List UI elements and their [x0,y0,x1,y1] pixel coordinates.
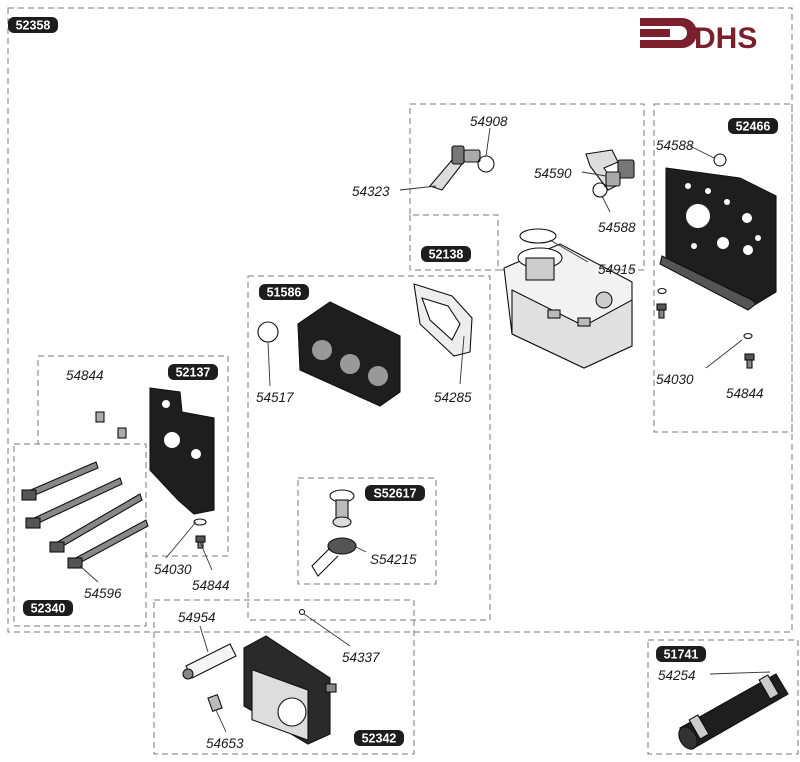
svg-text:52342: 52342 [362,732,397,746]
part-label: 54254 [658,668,696,683]
svg-text:52358: 52358 [16,19,51,33]
outline-52358 [7,7,793,633]
badge-52138: 52138 [421,246,471,262]
outline-51741 [647,639,799,755]
outline-52340 [13,443,147,627]
o-ring-icon [592,182,608,198]
fitting-icon [451,145,481,165]
grease-tube-54954 [182,643,237,680]
part-label: 54588 [656,138,694,153]
badge-52342: 52342 [354,730,404,746]
control-display-52342 [243,635,337,745]
o-ring-icon [519,228,557,244]
part-label: 54915 [598,262,636,277]
svg-text:51741: 51741 [664,648,699,662]
outline-52466 [653,103,793,433]
part-label: 54285 [434,390,472,405]
badge-51586: 51586 [259,284,309,300]
part-label: 54030 [656,372,694,387]
outline-51586 [247,275,491,621]
part-label: 54588 [598,220,636,235]
part-label: 54908 [470,114,508,129]
o-ring-icon [713,153,727,167]
gasket-54285 [413,283,473,357]
screw-icon [744,353,755,369]
badge-S52617: S52617 [365,485,425,501]
washer-icon [193,518,207,526]
screw-icon [95,411,105,423]
svg-text:52138: 52138 [429,248,464,262]
washer-icon [657,287,667,295]
fitting-icon [605,159,635,187]
washer-icon [743,332,753,340]
o-ring-icon [257,321,279,343]
screw-icon [195,535,206,549]
o-ring-icon [298,608,306,616]
svg-text:52340: 52340 [31,602,66,616]
part-label: 54954 [178,610,216,625]
screw-assembly-S52617 [311,489,357,577]
part-label: 54030 [154,562,192,577]
part-label: 54844 [726,386,764,401]
part-label: 54517 [256,390,294,405]
part-label: 54653 [206,736,244,751]
outline-52138-lower [409,215,498,271]
svg-text:S52617: S52617 [373,487,416,501]
o-ring-icon [477,155,495,173]
part-label: 54844 [192,578,230,593]
part-label: 54590 [534,166,572,181]
svg-text:52466: 52466 [736,120,771,134]
screw-icon [207,694,223,712]
hose-51741 [678,673,789,750]
part-label: 54844 [66,368,104,383]
svg-text:51586: 51586 [267,286,302,300]
badge-52137: 52137 [168,364,218,380]
regulator-block [297,301,401,407]
part-label: S54215 [370,552,417,567]
logo-text: DHS [694,22,757,55]
screw-icon [117,427,127,439]
outline-S52617 [297,477,437,585]
svg-text:52137: 52137 [176,366,211,380]
part-label: 54323 [352,184,390,199]
bracket-plate-52466 [659,167,777,311]
gas-valve-body [503,243,633,369]
badge-51741: 51741 [656,646,706,662]
screw-icon [656,303,667,319]
logo-mark-icon [640,18,697,48]
outline-52342 [153,599,415,755]
bracket-plate-52137 [149,387,215,515]
badge-52466: 52466 [728,118,778,134]
badge-52358: 52358 [8,17,58,33]
part-label: 54596 [84,586,122,601]
bolt-set-54596 [21,461,149,569]
dhs-logo: DHS [640,18,757,55]
badge-52340: 52340 [23,600,73,616]
part-label: 54337 [342,650,380,665]
